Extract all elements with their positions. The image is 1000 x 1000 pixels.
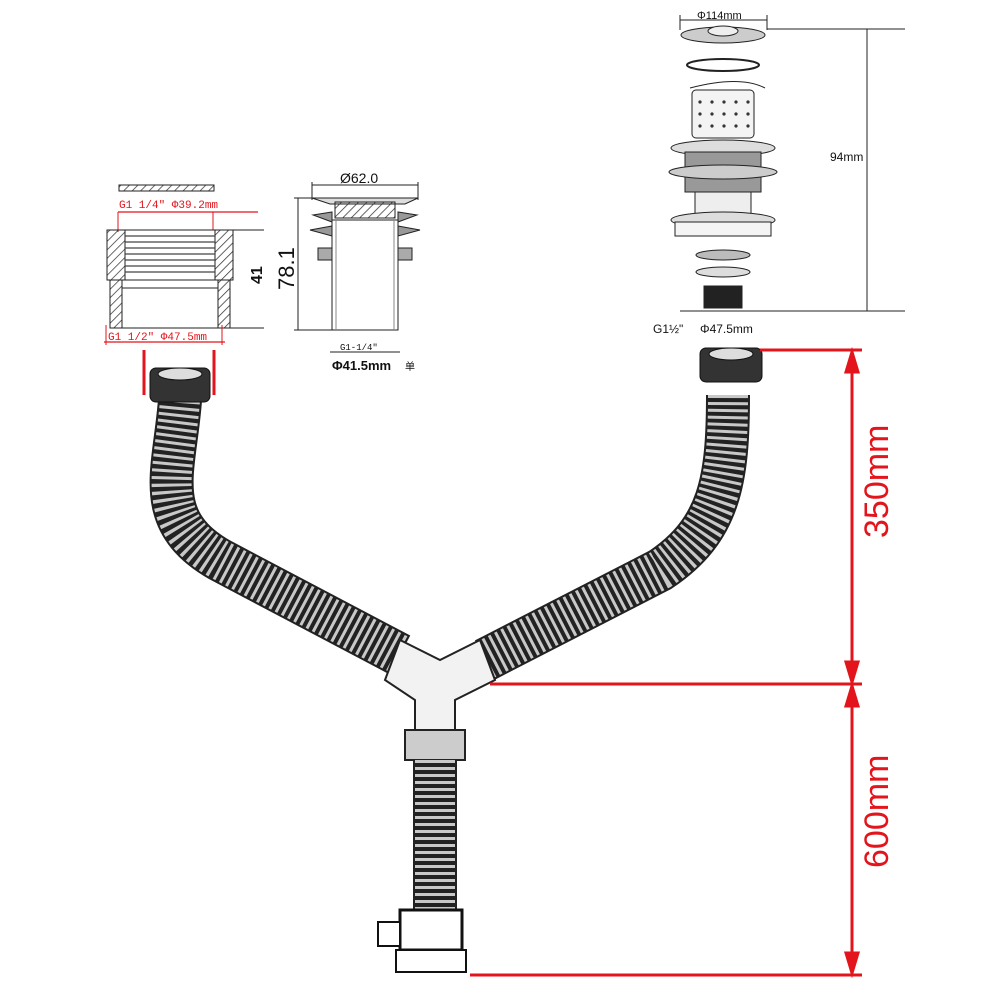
adapter-height-label: 41 <box>249 266 266 284</box>
adapter-bottom-thread-label: G1 1/2" Φ47.5mm <box>108 332 207 344</box>
upper-hose-length-label: 350mm <box>858 425 896 538</box>
dimension-lines <box>470 346 862 979</box>
popup-drain-drawing <box>294 182 421 353</box>
popup-diameter-label: Ø62.0 <box>340 170 378 186</box>
strainer-height-label: 94mm <box>830 150 863 164</box>
unit-note: 单 <box>405 361 415 373</box>
strainer-top-diameter-label: Φ114mm <box>697 10 742 22</box>
strainer-thread-label: G1½" <box>653 322 683 336</box>
popup-height-label: 78.1 <box>274 247 299 290</box>
basket-strainer-drawing <box>668 15 905 312</box>
popup-bottom-diameter-label: Φ41.5mm <box>332 358 391 373</box>
double-bowl-hose-assembly <box>142 347 763 973</box>
strainer-bottom-diameter-label: Φ47.5mm <box>700 322 753 336</box>
threaded-adapter-drawing <box>104 184 264 345</box>
adapter-top-thread-label: G1 1/4" Φ39.2mm <box>119 200 218 212</box>
popup-thread-label: G1-1/4" <box>340 343 378 353</box>
lower-hose-length-label: 600mm <box>858 755 896 868</box>
